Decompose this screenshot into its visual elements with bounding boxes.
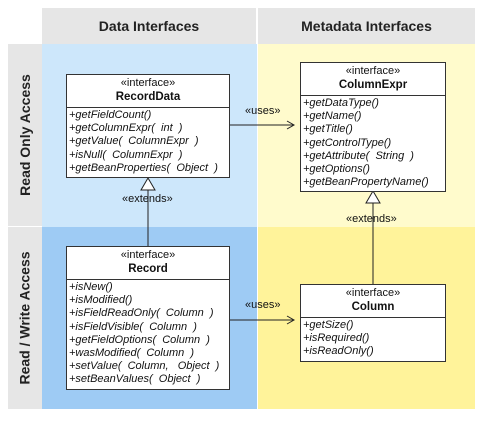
operation: +getOptions() bbox=[303, 163, 370, 176]
class-column-expr-stereotype: «interface» bbox=[345, 65, 401, 77]
class-record-data[interactable]: «interface» RecordData +getFieldCount() … bbox=[66, 74, 230, 179]
operation: +getSize() bbox=[303, 319, 354, 331]
extends-right-label: «extends» bbox=[346, 213, 397, 225]
class-record-stereotype: «interface» bbox=[120, 249, 176, 261]
extends-left-label: «extends» bbox=[122, 193, 173, 205]
uses-bottom-label: «uses» bbox=[245, 299, 281, 311]
operation: +getFieldCount() bbox=[69, 109, 152, 121]
operation: +getControlType() bbox=[303, 136, 392, 149]
class-record-data-operations: +getFieldCount() +getColumnExpr( int ) +… bbox=[67, 108, 229, 177]
uses-top-label: «uses» bbox=[245, 105, 281, 117]
operation: +isReadOnly() bbox=[303, 345, 374, 358]
column-header-data-interfaces: Data Interfaces bbox=[42, 8, 256, 44]
class-column-header: «interface» Column bbox=[301, 285, 445, 318]
class-column-stereotype: «interface» bbox=[345, 287, 401, 299]
class-column-operations: +getSize() +isRequired() +isReadOnly() bbox=[301, 318, 445, 361]
operation: +getAttribute( String ) bbox=[303, 149, 414, 162]
operation: +isRequired() bbox=[303, 332, 370, 345]
operation: +getName() bbox=[303, 110, 362, 123]
class-column-expr-name: ColumnExpr bbox=[338, 79, 408, 91]
operation: +setBeanValues( Object ) bbox=[69, 373, 201, 386]
class-column-expr-operations: +getDataType() +getName() +getTitle() +g… bbox=[301, 96, 445, 191]
operation: +isFieldVisible( Column ) bbox=[69, 320, 197, 333]
operation: +getFieldOptions( Column ) bbox=[69, 333, 210, 346]
operation: +getColumnExpr( int ) bbox=[69, 122, 183, 135]
class-column-expr-header: «interface» ColumnExpr bbox=[301, 63, 445, 96]
class-record-data-name: RecordData bbox=[115, 91, 181, 103]
class-column[interactable]: «interface» Column +getSize() +isRequire… bbox=[300, 284, 446, 362]
class-record-data-stereotype: «interface» bbox=[120, 77, 176, 89]
class-column-name: Column bbox=[351, 301, 395, 313]
extends-right-arrowhead bbox=[365, 190, 381, 204]
operation: +isNull( ColumnExpr ) bbox=[69, 148, 183, 161]
operation: +isFieldReadOnly( Column ) bbox=[69, 307, 214, 320]
operation: +getTitle() bbox=[303, 123, 353, 136]
class-record-operations: +isNew() +isModified() +isFieldReadOnly(… bbox=[67, 280, 229, 389]
class-record-name: Record bbox=[128, 263, 168, 275]
class-record-header: «interface» Record bbox=[67, 247, 229, 280]
operation: +setValue( Column, Object ) bbox=[69, 360, 220, 373]
operation: +getBeanPropertyName() bbox=[303, 176, 429, 189]
column-header-metadata-interfaces: Metadata Interfaces bbox=[258, 8, 475, 44]
operation: +getBeanProperties( Object ) bbox=[69, 161, 218, 174]
extends-left-arrowhead bbox=[140, 177, 156, 191]
uses-top-arrowhead bbox=[286, 120, 296, 130]
class-record[interactable]: «interface» Record +isNew() +isModified(… bbox=[66, 246, 230, 390]
row-header-read-write: Read / Write Access bbox=[8, 227, 42, 409]
operation: +isNew() bbox=[69, 281, 113, 293]
operation: +isModified() bbox=[69, 294, 133, 307]
uses-bottom-arrowhead bbox=[286, 315, 296, 325]
operation: +getValue( ColumnExpr ) bbox=[69, 135, 199, 148]
class-column-expr[interactable]: «interface» ColumnExpr +getDataType() +g… bbox=[300, 62, 446, 193]
operation: +getDataType() bbox=[303, 97, 379, 109]
class-record-data-header: «interface» RecordData bbox=[67, 75, 229, 108]
row-header-read-only: Read Only Access bbox=[8, 44, 42, 226]
operation: +wasModified( Column ) bbox=[69, 347, 195, 360]
